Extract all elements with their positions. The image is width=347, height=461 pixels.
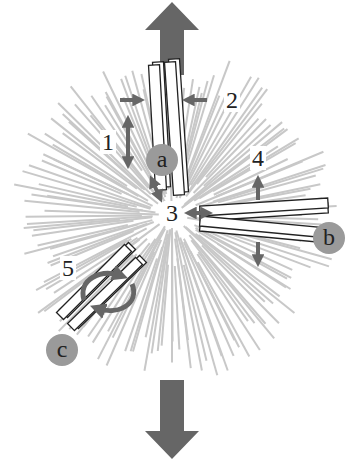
rod [68,255,147,330]
ray [171,228,173,363]
rotation-arrow [83,273,122,300]
motion-arrow [189,211,208,215]
rod-face [68,257,143,330]
node-letter: b [323,225,335,249]
rod-face [165,62,185,196]
callout-number: 1 [100,130,116,154]
ray [194,146,278,200]
ray [91,96,142,171]
motion-arrow [187,98,207,102]
node-letter: a [157,147,168,171]
ray [14,185,128,207]
motion-arrow [152,180,160,198]
callout-number: 3 [164,201,180,225]
ray [176,230,217,375]
rods [56,59,328,331]
node-letter: c [57,337,68,361]
letter-circle: c [46,334,78,366]
motion-arrow [126,120,130,164]
ray [184,239,235,340]
ray [177,258,190,368]
rotation-arrow [96,284,134,311]
callout-number: 4 [250,146,266,170]
ray [175,266,180,349]
ray [175,232,202,370]
motion-arrow [256,242,260,262]
motion-arrow [120,98,140,102]
letter-circle: a [146,144,178,176]
starburst [14,54,336,376]
motion-arrow [256,180,260,200]
ray [185,122,282,204]
ray [26,215,142,216]
rod-face [200,198,329,216]
callout-number: 5 [60,256,76,280]
rod [165,59,189,196]
rod [200,216,329,243]
force-arrow [145,380,199,459]
letter-circle: b [313,222,345,254]
callout-number: 2 [224,88,240,112]
ray [180,238,228,371]
rod-face [200,216,329,238]
